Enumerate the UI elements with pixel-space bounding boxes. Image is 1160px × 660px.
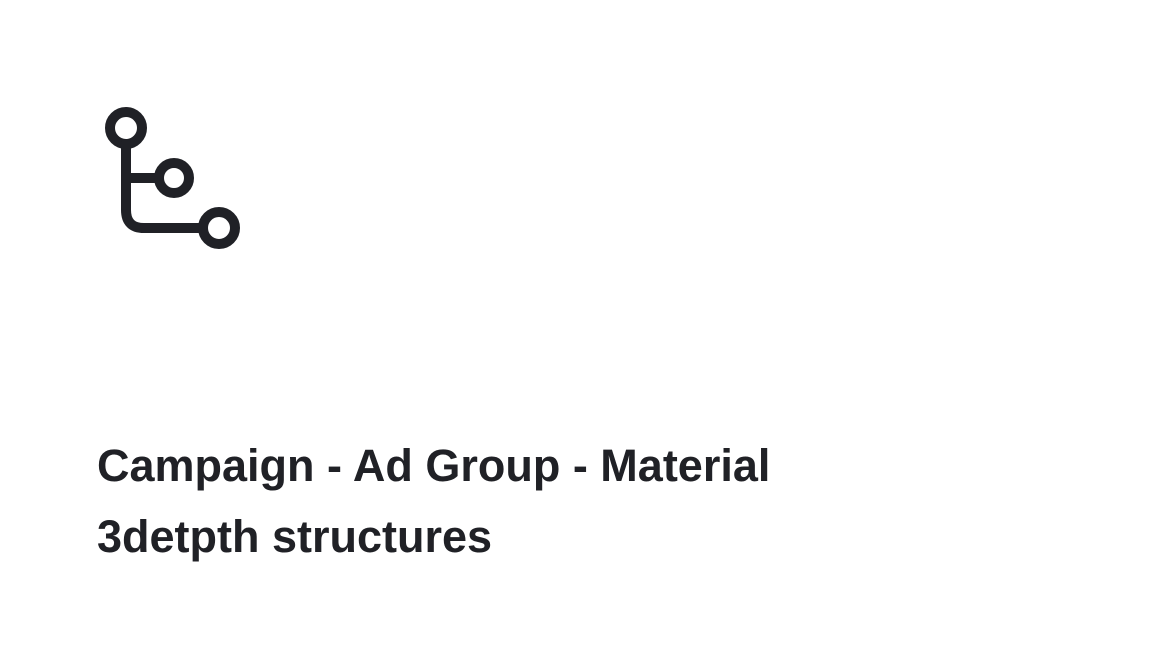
- feature-title: Campaign - Ad Group - Material 3detpth s…: [97, 430, 997, 572]
- git-branch-icon: [104, 106, 242, 250]
- title-line-1: Campaign - Ad Group - Material: [97, 440, 771, 491]
- title-line-2: 3detpth structures: [97, 511, 493, 562]
